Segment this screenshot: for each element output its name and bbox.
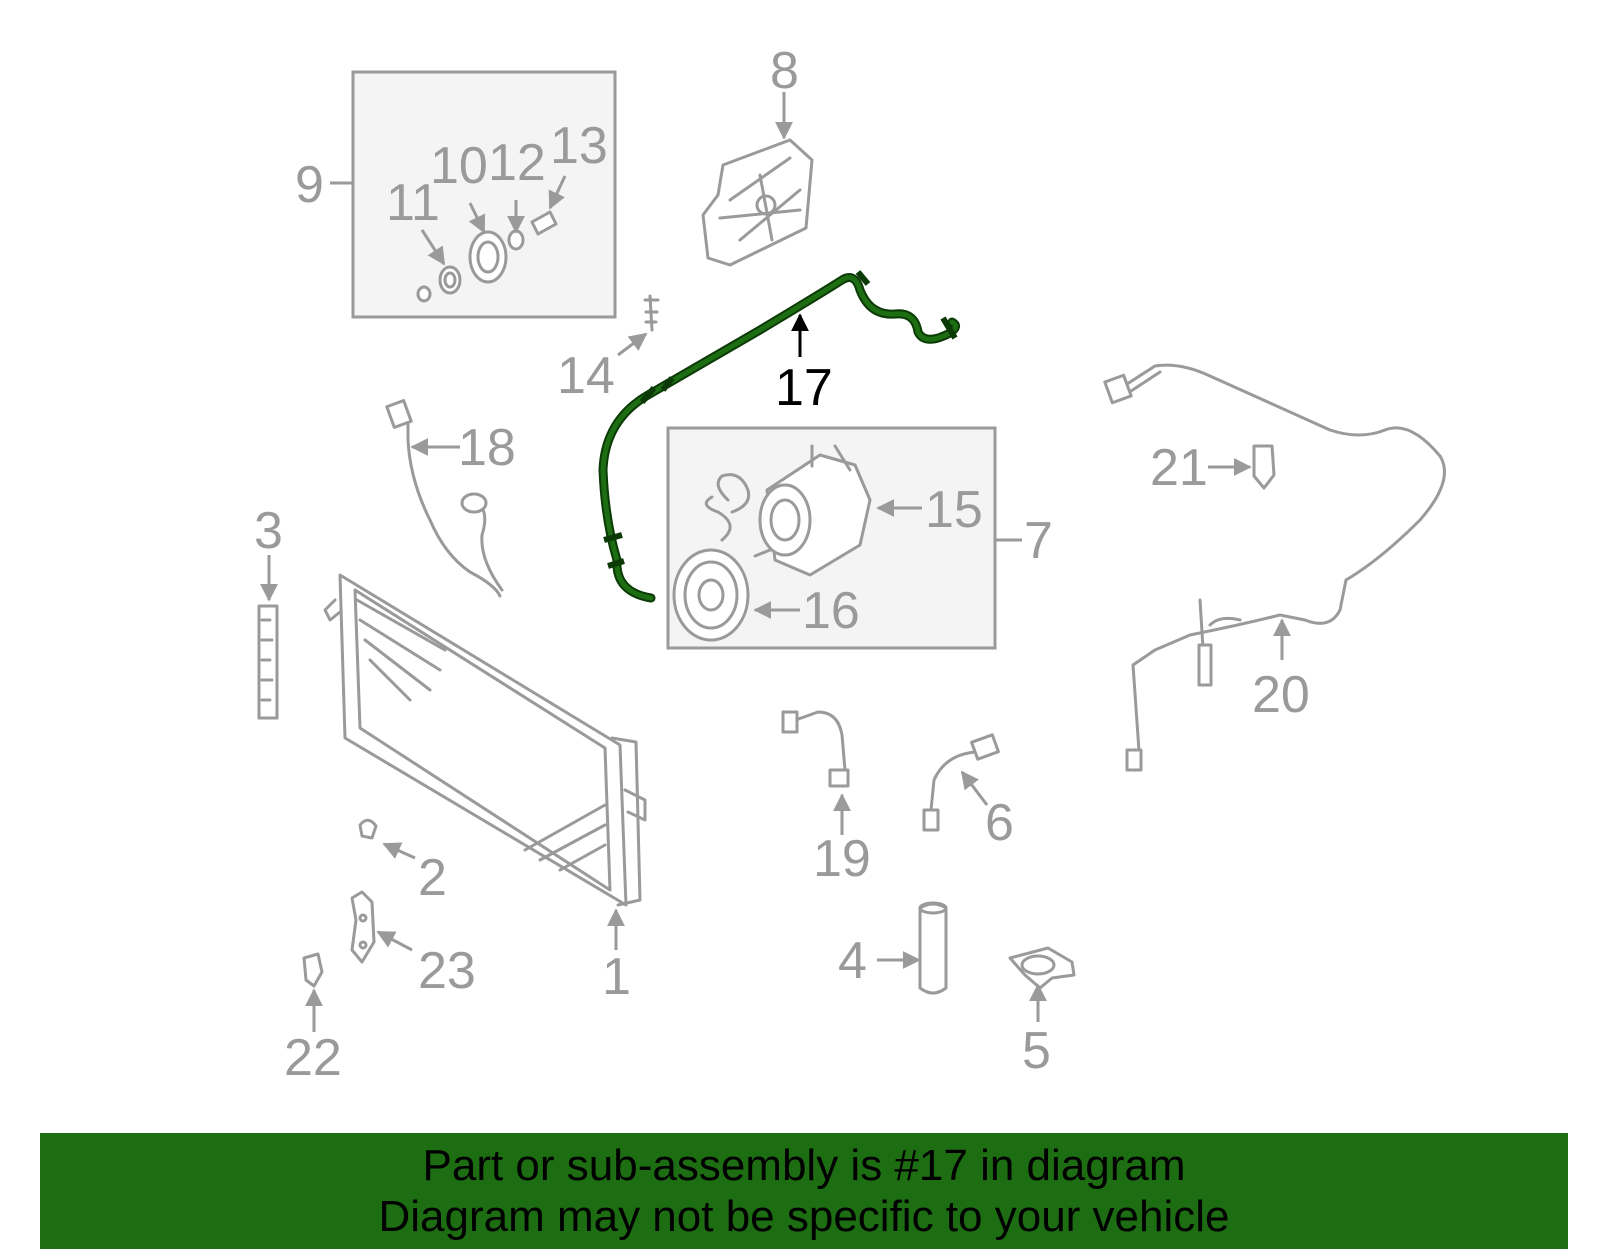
callout-9[interactable]: 9 [295, 156, 324, 214]
callout-14[interactable]: 14 [557, 347, 615, 405]
part-21-clip[interactable] [1252, 444, 1276, 490]
part-8-bracket[interactable] [701, 138, 814, 267]
callout-13[interactable]: 13 [550, 117, 608, 175]
part-18-hose[interactable] [385, 399, 504, 598]
part-11-washer[interactable] [416, 265, 462, 303]
callout-4[interactable]: 4 [838, 932, 867, 990]
callout-22[interactable]: 22 [284, 1029, 342, 1087]
part-3-receiver-drier[interactable] [257, 604, 279, 720]
callout-15[interactable]: 15 [925, 481, 983, 539]
part-2-bushing[interactable] [358, 818, 378, 840]
part-17-discharge-hose[interactable] [598, 270, 960, 603]
part-20-pipe[interactable] [1103, 363, 1446, 772]
callout-20[interactable]: 20 [1252, 666, 1310, 724]
part-10-shim[interactable] [468, 230, 508, 284]
callout-10[interactable]: 10 [430, 137, 488, 195]
part-1-condenser[interactable] [323, 573, 647, 907]
part-13-bolt[interactable] [530, 210, 558, 236]
info-banner: Part or sub-assembly is #17 in diagram D… [40, 1133, 1568, 1249]
part-23-bracket[interactable] [350, 890, 376, 964]
banner-line-2: Diagram may not be specific to your vehi… [378, 1192, 1230, 1241]
callout-3[interactable]: 3 [254, 502, 283, 560]
callout-18[interactable]: 18 [458, 419, 516, 477]
part-5-bracket[interactable] [1008, 946, 1076, 990]
part-12-ring[interactable] [507, 229, 525, 251]
callout-17[interactable]: 17 [775, 359, 833, 417]
part-4-drier-cylinder[interactable] [918, 901, 948, 995]
part-6-sensor[interactable] [922, 733, 1000, 832]
banner-line-1: Part or sub-assembly is #17 in diagram [422, 1141, 1186, 1190]
callout-23[interactable]: 23 [418, 942, 476, 1000]
callout-16[interactable]: 16 [802, 582, 860, 640]
callout-1[interactable]: 1 [602, 948, 631, 1006]
callout-5[interactable]: 5 [1022, 1022, 1051, 1080]
part-19-pressure-switch[interactable] [781, 710, 850, 788]
part-16-clutch[interactable] [672, 495, 750, 642]
callout-21[interactable]: 21 [1150, 439, 1208, 497]
callout-7[interactable]: 7 [1024, 512, 1053, 570]
part-22-clip[interactable] [302, 952, 324, 988]
part-15-compressor[interactable] [716, 444, 872, 577]
callout-2[interactable]: 2 [418, 849, 447, 907]
part-14-bolt[interactable] [643, 294, 660, 332]
callout-19[interactable]: 19 [813, 830, 871, 888]
callout-6[interactable]: 6 [985, 794, 1014, 852]
callout-8[interactable]: 8 [770, 42, 799, 100]
callout-11[interactable]: 11 [386, 174, 440, 232]
callout-12[interactable]: 12 [488, 134, 546, 192]
